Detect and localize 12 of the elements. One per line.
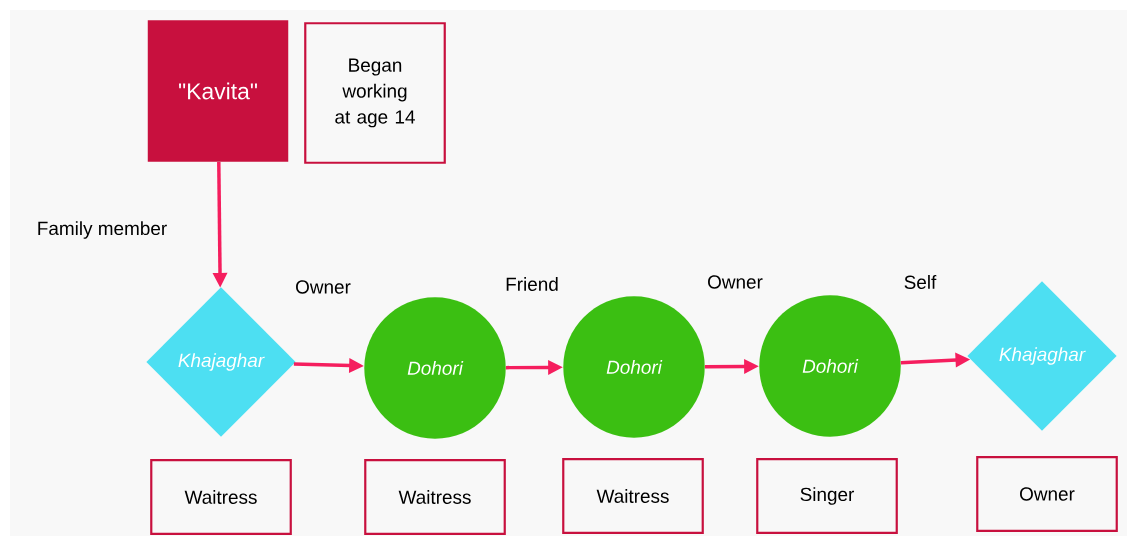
edge-label: Self [902, 274, 938, 290]
edge-label: Family member [35, 220, 169, 240]
role-box: Waitress [562, 458, 704, 534]
role-box: Singer [756, 458, 898, 534]
edge-label: Friend [504, 276, 560, 292]
role-box: Owner [976, 456, 1118, 532]
edge-label: Owner [706, 274, 764, 290]
edge-label: Owner [294, 279, 352, 295]
role-box: Waitress [150, 459, 292, 535]
role-box: Waitress [364, 459, 506, 535]
role-box: Began working at age 14 [304, 22, 446, 164]
filled-box: "Kavita" [147, 20, 289, 162]
